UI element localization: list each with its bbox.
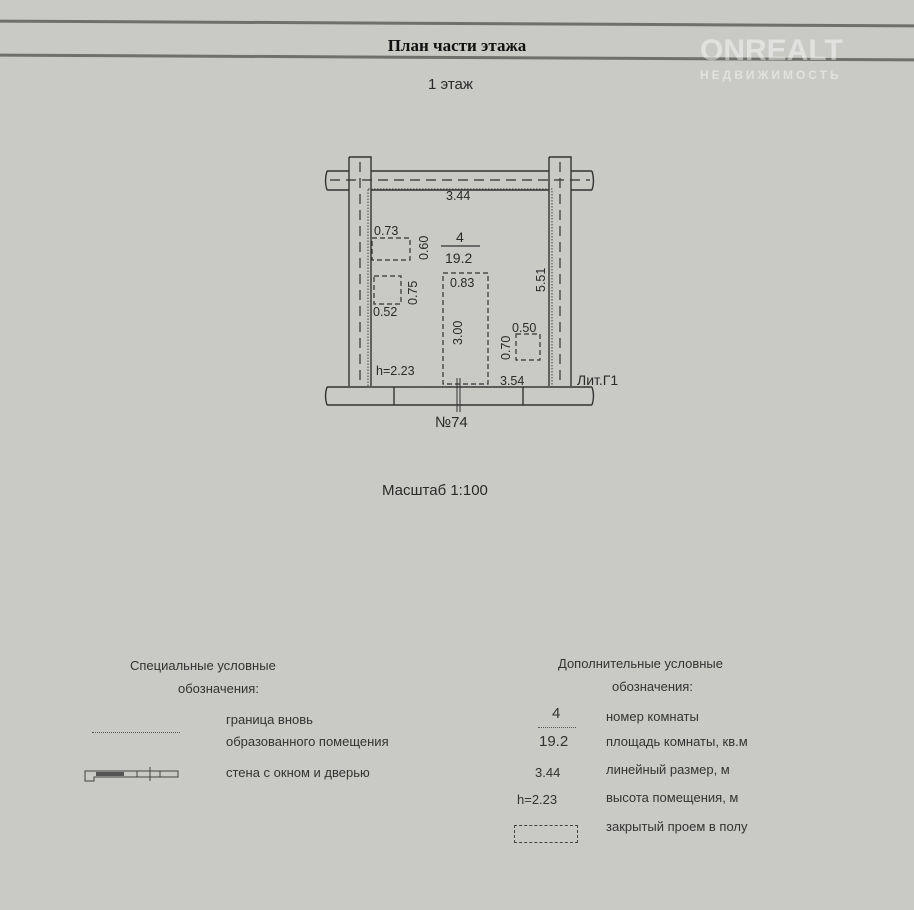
dim-opening2-h: 0.75: [406, 281, 420, 305]
wall-left: [348, 156, 372, 386]
dim-opening1-w: 0.73: [374, 224, 398, 238]
legend-symbol-room-number: 4: [552, 705, 561, 722]
legend-symbol-dimension: 3.44: [535, 765, 561, 780]
legend-wall-symbol: [84, 767, 179, 782]
dim-opening4-w: 0.50: [512, 321, 536, 335]
room-number: 4: [456, 229, 464, 245]
legend-extra-title-2: обозначения:: [612, 679, 693, 694]
legend-label-room-number: номер комнаты: [606, 709, 699, 724]
legend-symbol-height: h=2.23: [517, 792, 558, 807]
apartment-number: №74: [435, 414, 468, 431]
watermark-brand: ONREALT: [700, 34, 843, 67]
watermark-tagline: НЕДВИЖИМОСТЬ: [700, 68, 842, 82]
wall-top: [324, 170, 595, 191]
legend-label-area: площадь комнаты, кв.м: [606, 734, 748, 749]
wall-axis: [330, 162, 590, 385]
scale-label: Масштаб 1:100: [382, 482, 488, 499]
legend-symbol-area: 19.2: [539, 733, 569, 750]
wall-right: [548, 156, 572, 386]
floor-opening-2: [373, 275, 402, 305]
room-area: 19.2: [445, 250, 472, 266]
dim-opening4-h: 0.70: [499, 336, 513, 360]
dim-opening3-w: 0.83: [450, 276, 474, 290]
floor-plan: 3.44 4 19.2 0.73 0.60 0.75 0.52 0.83 3.0…: [324, 156, 618, 431]
legend-label-height: высота помещения, м: [606, 790, 739, 805]
legend-special-item-3: стена с окном и дверью: [226, 765, 370, 780]
dim-opening2-w: 0.52: [373, 305, 397, 319]
dim-right-length: 5.51: [534, 268, 548, 292]
legend-label-closed-opening: закрытый проем в полу: [606, 819, 748, 834]
legend-extra-title-1: Дополнительные условные: [558, 656, 723, 671]
room-height: h=2.23: [376, 364, 415, 378]
legend-special-title-1: Специальные условные: [130, 658, 276, 673]
page-title: План части этажа: [387, 36, 527, 55]
legend-fraction-line: [538, 727, 576, 728]
dim-opening3-h: 3.00: [451, 321, 465, 345]
legend-label-dimension: линейный размер, м: [606, 762, 730, 777]
legend-special-title-2: обозначения:: [178, 681, 259, 696]
dim-opening1-h: 0.60: [417, 236, 431, 260]
dim-top-width: 3.44: [446, 189, 470, 203]
legend-boundary-symbol: [92, 732, 180, 733]
legend-special-item-2: образованного помещения: [226, 734, 389, 749]
legend-closed-opening-symbol: [514, 825, 578, 843]
floor-label: 1 этаж: [428, 76, 473, 93]
floor-opening-4: [515, 333, 541, 361]
dim-bottom-width: 3.54: [500, 374, 524, 388]
floor-opening-1: [371, 237, 411, 261]
floor-opening-3: [442, 272, 489, 385]
legend-special-item-1: граница вновь: [226, 712, 313, 727]
entrance-line: [456, 378, 461, 412]
building-letter: Лит.Г1: [577, 372, 618, 388]
